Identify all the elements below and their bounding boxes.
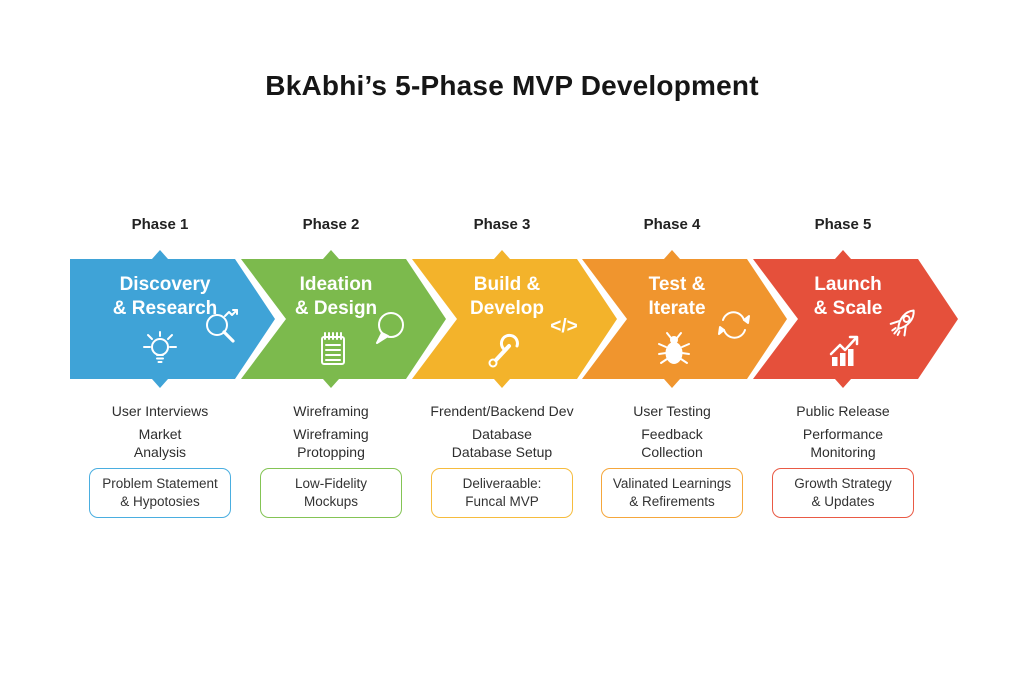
- speech-bubble-icon: [376, 312, 404, 344]
- arrow-title-line2: Iterate: [648, 298, 705, 319]
- arrow-shape: [582, 250, 787, 388]
- phase-items-1: User Interviews Market Analysis: [70, 402, 250, 462]
- phase-arrow-launch: Launch & Scale: [753, 250, 958, 388]
- refresh-icon: [718, 311, 750, 339]
- deliverable-box-5: Growth Strategy & Updates: [772, 468, 914, 518]
- arrow-title-line1: Test &: [649, 274, 706, 295]
- rocket-icon: [889, 309, 915, 337]
- list-item: Wireframing Protopping: [293, 426, 369, 461]
- list-item: Market Analysis: [133, 426, 187, 461]
- list-item: Public Release: [796, 403, 890, 419]
- list-item: User Testing: [633, 403, 711, 419]
- phase-items-3: Frendent/Backend Dev Database Database S…: [412, 402, 592, 462]
- phase-label-4: Phase 4: [643, 216, 701, 233]
- wrench-icon: [488, 333, 519, 368]
- phase-arrow-build: Build & Develop </>: [412, 250, 617, 388]
- phase-items-4: User Testing Feedback Collection: [582, 402, 762, 462]
- list-item: Frendent/Backend Dev: [430, 403, 574, 419]
- bug-icon: [658, 332, 690, 364]
- code-icon: </>: [550, 316, 577, 337]
- arrow-title-line2: & Research: [113, 298, 218, 319]
- deliverable-box-4: Valinated Learnings & Refirements: [601, 468, 743, 518]
- deliverable-box-1: Problem Statement & Hypotosies: [89, 468, 231, 518]
- phase-items-5: Public Release Performance Monitoring: [753, 402, 933, 462]
- list-item: Feedback Collection: [641, 426, 703, 461]
- growth-chart-icon: [829, 335, 859, 366]
- phase-arrow-ideation: Ideation & Design: [241, 250, 446, 388]
- arrow-title-line2: Develop: [470, 298, 544, 319]
- phase-label-2: Phase 2: [302, 216, 360, 233]
- list-item: Wireframing: [293, 403, 369, 419]
- arrow-title-line2: & Design: [295, 298, 377, 319]
- phase-items-2: Wireframing Wireframing Protopping: [241, 402, 421, 462]
- arrow-shape: [70, 250, 275, 388]
- list-item: Database Database Setup: [451, 426, 553, 461]
- page-title: BkAbhi’s 5-Phase MVP Development: [265, 70, 759, 101]
- arrow-title-line1: Discovery: [120, 274, 211, 295]
- list-item: User Interviews: [111, 403, 209, 419]
- arrow-title-line1: Build &: [474, 274, 541, 295]
- arrow-title-line1: Ideation: [300, 274, 373, 295]
- arrow-shape: [412, 250, 617, 388]
- magnifier-trend-icon: [206, 309, 238, 343]
- arrow-title-line2: & Scale: [814, 298, 883, 319]
- list-item: Performance Monitoring: [802, 426, 884, 461]
- phase-arrow-discovery: Discovery & Research: [70, 250, 275, 388]
- arrow-shape: [753, 250, 958, 388]
- phase-label-3: Phase 3: [473, 216, 531, 233]
- phase-arrow-test: Test & Iterate: [582, 250, 787, 388]
- lightbulb-icon: [143, 331, 177, 363]
- notepad-icon: [321, 332, 345, 365]
- deliverable-box-3: Deliveraable: Funcal MVP: [431, 468, 573, 518]
- deliverable-box-2: Low-Fidelity Mockups: [260, 468, 402, 518]
- phase-label-1: Phase 1: [131, 216, 189, 233]
- phase-label-5: Phase 5: [814, 216, 872, 233]
- arrow-shape: [241, 250, 446, 388]
- arrow-title-line1: Launch: [814, 274, 882, 295]
